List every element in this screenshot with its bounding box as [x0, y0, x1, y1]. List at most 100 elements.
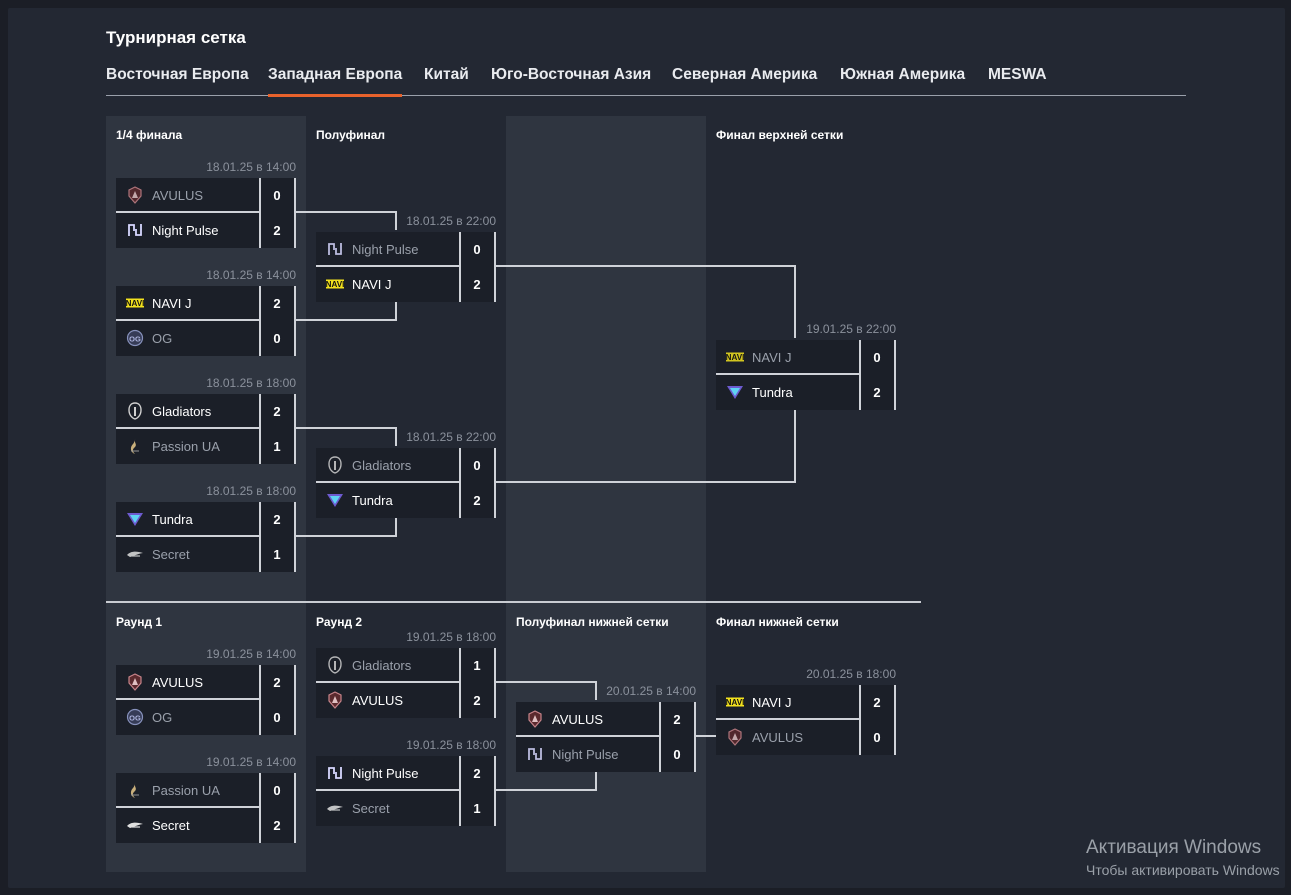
- avulus-icon: [326, 691, 344, 709]
- match-right-bar: [294, 394, 296, 464]
- team-name: Passion UA: [152, 782, 220, 798]
- windows-activation-title: Активация Windows: [1086, 837, 1262, 858]
- og-icon: OG: [126, 329, 144, 347]
- team-info: Night Pulse: [316, 232, 461, 266]
- tab-western-europe[interactable]: Западная Европа: [268, 66, 403, 97]
- tab-eastern-europe[interactable]: Восточная Европа: [106, 66, 249, 83]
- team-info: AVULUS: [316, 683, 461, 717]
- team-score: 1: [273, 438, 281, 454]
- tab-china[interactable]: Китай: [424, 66, 469, 83]
- label-semifinals: Полуфинал: [316, 128, 386, 142]
- tab-meswa[interactable]: MESWA: [988, 66, 1047, 83]
- match-right-bar: [694, 702, 696, 772]
- team-score: 0: [873, 729, 881, 745]
- match-right-bar: [894, 340, 896, 410]
- upper-empty-column: [506, 116, 706, 601]
- row-separator: [116, 427, 261, 429]
- team-name: OG: [152, 709, 173, 725]
- score-separator: [259, 665, 261, 735]
- tab-south-america[interactable]: Южная Америка: [840, 66, 966, 83]
- tab-southeast-asia[interactable]: Юго-Восточная Азия: [491, 66, 652, 83]
- team-row[interactable]: AVULUS 2: [316, 683, 496, 718]
- team-info: Tundra: [116, 502, 261, 536]
- team-row[interactable]: AVULUS 0: [716, 720, 896, 755]
- match-date: 18.01.25 в 22:00: [406, 430, 496, 444]
- team-score: 2: [473, 276, 481, 292]
- night-pulse-icon: [126, 221, 144, 239]
- match-box: [716, 340, 896, 410]
- gladiators-icon: [326, 656, 344, 674]
- team-info: Night Pulse: [116, 213, 261, 247]
- team-score: 1: [473, 800, 481, 816]
- team-info: Night Pulse: [516, 737, 661, 771]
- windows-activation-subtitle: Чтобы активировать Windows: [1086, 862, 1280, 878]
- svg-text:NAVI: NAVI: [726, 353, 744, 362]
- match-box: [116, 773, 296, 843]
- bracket-divider: [106, 601, 921, 603]
- match-box: [116, 665, 296, 735]
- navi-icon: NAVI: [326, 275, 344, 293]
- tab-north-america[interactable]: Северная Америка: [672, 66, 818, 83]
- match-date: 18.01.25 в 14:00: [206, 160, 296, 174]
- team-score: 2: [473, 765, 481, 781]
- navi-icon: NAVI: [726, 693, 744, 711]
- match-right-bar: [494, 648, 496, 718]
- team-name: Night Pulse: [152, 222, 219, 238]
- label-quarterfinals: 1/4 финала: [116, 128, 183, 142]
- team-name: Gladiators: [352, 657, 412, 673]
- team-info: AVULUS: [716, 720, 861, 754]
- og-icon: OG: [126, 708, 144, 726]
- team-name: Tundra: [752, 384, 793, 400]
- team-score: 0: [673, 746, 681, 762]
- team-score: 2: [873, 694, 881, 710]
- team-score: 2: [273, 403, 281, 419]
- label-round2: Раунд 2: [316, 615, 363, 629]
- match-box: [316, 756, 496, 826]
- row-separator: [116, 806, 261, 808]
- score-separator: [659, 702, 661, 772]
- team-score: 2: [473, 692, 481, 708]
- team-name: OG: [152, 330, 173, 346]
- team-row[interactable]: Night Pulse 0: [516, 737, 696, 772]
- match-box: [516, 702, 696, 772]
- match-right-bar: [294, 665, 296, 735]
